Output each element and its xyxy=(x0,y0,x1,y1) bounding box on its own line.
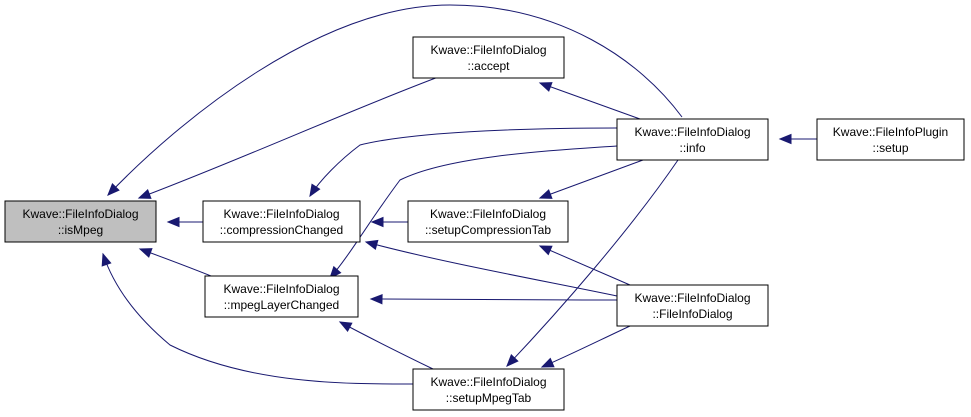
node-box xyxy=(412,368,565,411)
node-class-label: Kwave::FileInfoDialog xyxy=(634,125,750,139)
edge-pluginSetup-to-info xyxy=(778,133,817,145)
node-method-label: ::mpegLayerChanged xyxy=(224,298,339,312)
node-box xyxy=(202,200,361,243)
arrow-head xyxy=(506,354,519,367)
node-mpegLayerChanged[interactable]: Kwave::FileInfoDialog::mpegLayerChanged xyxy=(204,275,359,318)
edge-setupCompressionTab-to-compressionChanged xyxy=(370,216,408,228)
node-class-label: Kwave::FileInfoDialog xyxy=(430,43,546,57)
arrow-head xyxy=(540,357,555,368)
edge-info-to-setupCompressionTab xyxy=(538,159,644,199)
edge-line xyxy=(539,159,644,199)
node-compressionChanged[interactable]: Kwave::FileInfoDialog::compressionChange… xyxy=(202,200,361,243)
edge-setupMpegTab-to-mpegLayerChanged xyxy=(338,321,434,370)
node-method-label: ::setupCompressionTab xyxy=(425,223,551,237)
edge-line xyxy=(339,321,434,370)
edge-FileInfoDialog-to-setupCompressionTab xyxy=(538,245,631,286)
arrow-head xyxy=(369,293,383,305)
node-method-label: ::FileInfoDialog xyxy=(652,307,732,321)
node-setupMpegTab[interactable]: Kwave::FileInfoDialog::setupMpegTab xyxy=(412,368,565,411)
node-box xyxy=(616,118,769,161)
node-class-label: Kwave::FileInfoPlugin xyxy=(833,125,948,139)
edge-line xyxy=(309,127,618,197)
edge-line xyxy=(365,241,618,297)
node-method-label: ::isMpeg xyxy=(58,223,103,237)
node-FileInfoDialog[interactable]: Kwave::FileInfoDialog::FileInfoDialog xyxy=(616,284,769,327)
arrow-head xyxy=(338,321,353,332)
edge-accept-to-isMpeg xyxy=(137,75,442,199)
node-info[interactable]: Kwave::FileInfoDialog::info xyxy=(616,118,769,161)
edge-setupMpegTab-to-isMpeg xyxy=(101,252,414,385)
node-method-label: ::accept xyxy=(467,59,510,73)
edge-info-to-mpegLayerChanged xyxy=(329,145,618,279)
arrow-head xyxy=(101,252,112,267)
node-isMpeg[interactable]: Kwave::FileInfoDialog::isMpeg xyxy=(4,200,157,243)
node-class-label: Kwave::FileInfoDialog xyxy=(634,291,750,305)
arrow-head xyxy=(778,133,792,145)
arrow-head xyxy=(166,216,180,228)
node-accept[interactable]: Kwave::FileInfoDialog::accept xyxy=(412,36,565,79)
edge-line xyxy=(541,325,631,368)
edge-line xyxy=(329,145,618,279)
edges-layer xyxy=(101,4,817,385)
arrow-head xyxy=(329,265,342,279)
edge-line xyxy=(138,75,442,199)
node-class-label: Kwave::FileInfoDialog xyxy=(22,207,138,221)
arrow-head xyxy=(538,82,553,92)
edge-compressionChanged-to-isMpeg xyxy=(166,216,203,228)
node-class-label: Kwave::FileInfoDialog xyxy=(223,282,339,296)
node-method-label: ::compressionChanged xyxy=(220,223,343,237)
arrow-head xyxy=(364,239,379,251)
arrow-head xyxy=(309,183,321,198)
nodes-layer: Kwave::FileInfoDialog::isMpegKwave::File… xyxy=(4,36,965,411)
edge-info-to-compressionChanged xyxy=(309,127,618,198)
edge-line xyxy=(506,159,679,367)
edge-info-to-setupMpegTab xyxy=(506,159,679,367)
arrow-head xyxy=(137,189,152,199)
node-setupCompressionTab[interactable]: Kwave::FileInfoDialog::setupCompressionT… xyxy=(407,200,569,243)
arrow-head xyxy=(138,248,153,258)
edge-line xyxy=(539,82,641,120)
edge-FileInfoDialog-to-mpegLayerChanged xyxy=(369,293,618,305)
edge-line xyxy=(102,253,414,385)
node-box xyxy=(412,36,565,79)
node-class-label: Kwave::FileInfoDialog xyxy=(223,207,339,221)
edge-info-to-isMpeg xyxy=(107,4,683,196)
node-box xyxy=(204,275,359,318)
edge-line xyxy=(107,4,683,196)
node-method-label: ::info xyxy=(679,141,705,155)
node-class-label: Kwave::FileInfoDialog xyxy=(430,207,546,221)
node-box xyxy=(407,200,569,243)
edge-FileInfoDialog-to-setupMpegTab xyxy=(540,325,631,368)
arrow-head xyxy=(538,245,553,256)
arrow-head xyxy=(370,216,384,228)
node-box xyxy=(4,200,157,243)
node-method-label: ::setup xyxy=(872,141,908,155)
node-box xyxy=(816,118,965,161)
node-pluginSetup[interactable]: Kwave::FileInfoPlugin::setup xyxy=(816,118,965,161)
node-method-label: ::setupMpegTab xyxy=(446,391,532,405)
node-class-label: Kwave::FileInfoDialog xyxy=(430,375,546,389)
node-box xyxy=(616,284,769,327)
edge-line xyxy=(370,298,618,301)
arrow-head xyxy=(107,183,120,196)
edge-FileInfoDialog-to-compressionChanged xyxy=(364,239,618,297)
edge-info-to-accept xyxy=(538,82,641,120)
arrow-head xyxy=(538,189,553,199)
